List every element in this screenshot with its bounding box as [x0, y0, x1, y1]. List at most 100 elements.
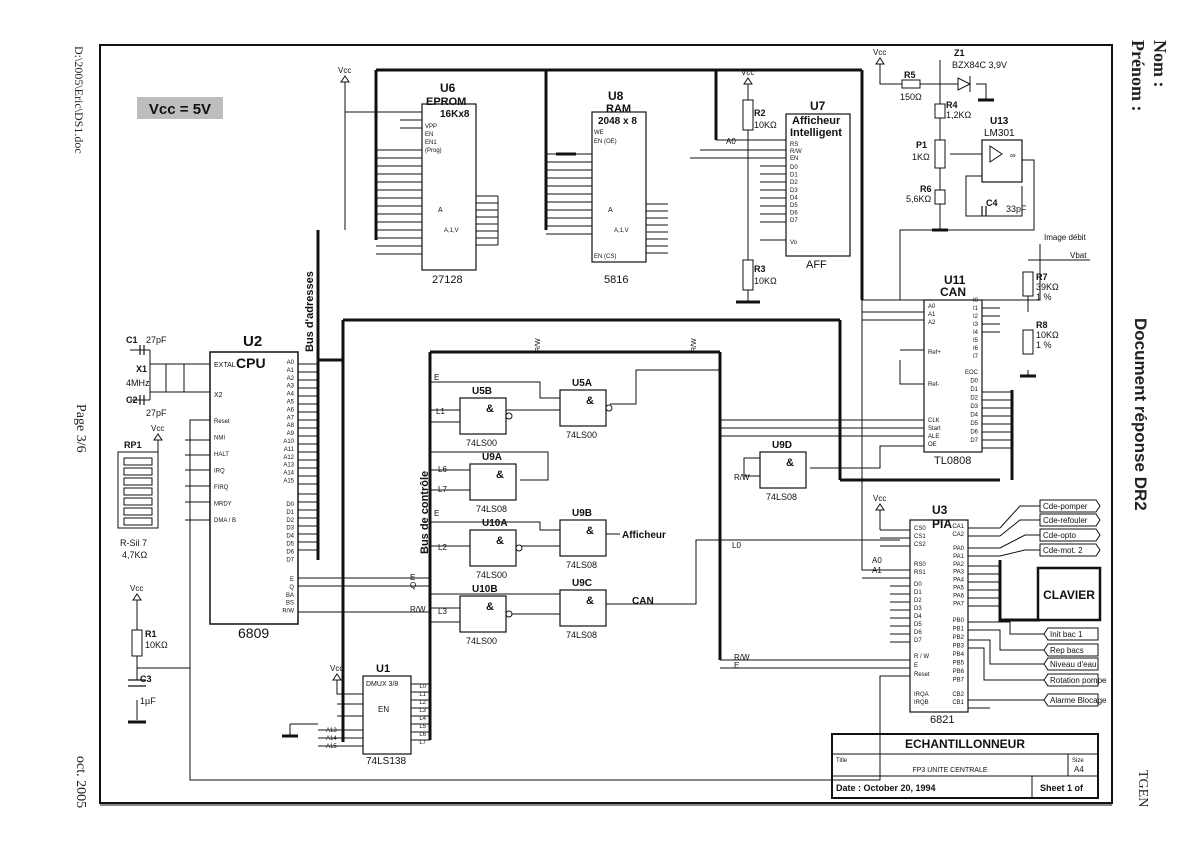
vcc-symbol-1: Vcc: [741, 68, 754, 85]
can-right-out-pin-5: D4: [970, 413, 978, 419]
vcc-badge-label: Vcc = 5V: [149, 101, 211, 118]
cpu-ctrl-pin-3: BS: [286, 601, 294, 607]
pia-right-pb-pin-1: PB1: [953, 627, 965, 633]
margin-nom: Nom :: [1150, 40, 1170, 88]
u1-en: EN: [378, 705, 389, 714]
pia-input-tag-3: Rotation pompe: [1043, 673, 1107, 687]
cpu-left-pin-4: FIRQ: [214, 485, 229, 491]
svg-text:&: &: [496, 535, 504, 547]
vcc-symbol-4: Vcc: [130, 584, 143, 601]
svg-text:&: &: [496, 469, 504, 481]
pia-right-pa-pin-4: PA4: [953, 578, 965, 584]
can-right-out-pin-8: D7: [970, 438, 978, 444]
pia-right-pb-pin-3: PB3: [953, 644, 965, 650]
cpu-data-pin-4: D4: [286, 534, 294, 540]
aff-d-pin-7: D7: [790, 218, 798, 224]
title-block-title: ECHANTILLONNEUR: [905, 737, 1025, 751]
u3-part: 6821: [930, 714, 954, 726]
r1-ref: R1: [145, 629, 157, 639]
u8-org: 2048 x 8: [598, 116, 637, 127]
can-left-ctrl-pin-1: Start: [928, 426, 941, 432]
r1-value: 10KΩ: [145, 640, 168, 650]
c4-value: 33pF: [1006, 204, 1027, 214]
vcc-symbol-2: Vcc: [873, 48, 886, 65]
x1-ref: X1: [136, 364, 147, 374]
sig-l0: L0: [732, 541, 741, 550]
dmux-out-pin-2: L2: [419, 700, 426, 706]
pia-output-tag-2: Cde-opto: [1039, 528, 1101, 542]
bus-control-label: Bus de contrôle: [419, 471, 431, 554]
sig-l2: L2: [438, 543, 447, 552]
x1-value: 4MHz: [126, 378, 150, 388]
r5-ref: R5: [904, 70, 916, 80]
u3-name: PIA: [932, 517, 952, 531]
pia-left-irq-pin-0: IRQA: [914, 692, 929, 698]
u11-ref: U11: [944, 273, 966, 287]
svg-text:X2: X2: [214, 392, 223, 399]
pia-left-d-pin-4: D4: [914, 614, 922, 620]
title-block-sheet: Sheet 1 of: [1040, 783, 1084, 793]
pia-left-ctrl-pin-2: Reset: [914, 672, 930, 678]
pia-right-pb-pin-2: PB2: [953, 635, 965, 641]
cpu-left-pin-1: NMI: [214, 436, 225, 442]
c1-ref: C1: [126, 335, 138, 345]
gate-part-4: 74LS08: [566, 560, 597, 570]
cpu-addr-pin-12: A12: [283, 455, 294, 461]
pia-output-label-3: Cde-mot. 2: [1043, 546, 1083, 555]
vcc-label-5: Vcc: [330, 664, 343, 673]
pia-output-tag-1: Cde-refouler: [1039, 513, 1101, 527]
u6-part: 27128: [432, 274, 463, 286]
gate-part-0: 74LS00: [466, 438, 497, 448]
gate-ref-4: U9B: [572, 508, 592, 519]
c2-ref: C2: [126, 395, 138, 405]
pia-right-cb-pin-0: CB2: [952, 692, 964, 698]
sheet-frame: [99, 44, 1113, 804]
vcc-label-0: Vcc: [338, 66, 351, 75]
p1-ref: P1: [916, 140, 927, 150]
dmux-out-pin-5: L5: [419, 724, 426, 730]
r5-value: 150Ω: [900, 92, 922, 102]
bus-address-label: Bus d'adresses: [304, 271, 316, 352]
margin-file-path: D:\2005\Eric\DS1.doc: [72, 46, 86, 154]
pia-input-label-3: Rotation pompe: [1050, 676, 1107, 685]
sig-e-2: E: [434, 509, 439, 518]
svg-text:A: A: [608, 207, 613, 214]
u6-ref: U6: [440, 81, 456, 95]
aff-d-pin-1: D1: [790, 173, 798, 179]
sig-e-1: E: [434, 373, 439, 382]
can-right-out-pin-3: D2: [970, 396, 978, 402]
pia-output-label-1: Cde-refouler: [1043, 516, 1088, 525]
can-right-out-pin-7: D6: [970, 430, 978, 436]
r3-ref: R3: [754, 264, 766, 274]
sig-afficheur: Afficheur: [622, 530, 666, 541]
r4-ref: R4: [946, 100, 958, 110]
u2-ref: U2: [243, 333, 262, 350]
pia-left-d-pin-1: D1: [914, 590, 922, 596]
can-right-out-pin-6: D5: [970, 421, 978, 427]
cpu-addr-pin-11: A11: [284, 447, 295, 453]
cpu-addr-pin-0: A0: [287, 360, 295, 366]
cpu-addr-pin-9: A9: [287, 431, 295, 437]
r8-ref: R8: [1036, 320, 1048, 330]
sig-can: CAN: [632, 596, 654, 607]
cpu-addr-pin-4: A4: [287, 392, 295, 398]
can-right-in-pin-3: I3: [973, 322, 979, 328]
u6-org: 16Kx8: [440, 109, 470, 120]
pia-left-d-pin-0: D0: [914, 582, 922, 588]
can-left-ctrl-pin-3: OE: [928, 442, 937, 448]
r8-value: 10KΩ: [1036, 330, 1059, 340]
svg-text:(Prog): (Prog): [425, 148, 442, 154]
dmux-out-pin-4: L4: [419, 716, 426, 722]
pia-left-ctrl-pin-0: R / W: [914, 654, 929, 660]
u1-part: 74LS138: [366, 756, 406, 767]
pia-output-label-0: Cde-pomper: [1043, 502, 1088, 511]
pia-left-d-pin-7: D7: [914, 638, 922, 644]
r7-ref: R7: [1036, 272, 1048, 282]
pia-input-tag-1: Rep bacs: [1043, 643, 1099, 657]
pia-right-pb-pin-4: PB4: [953, 652, 965, 658]
can-right-in-pin-2: I2: [973, 314, 979, 320]
